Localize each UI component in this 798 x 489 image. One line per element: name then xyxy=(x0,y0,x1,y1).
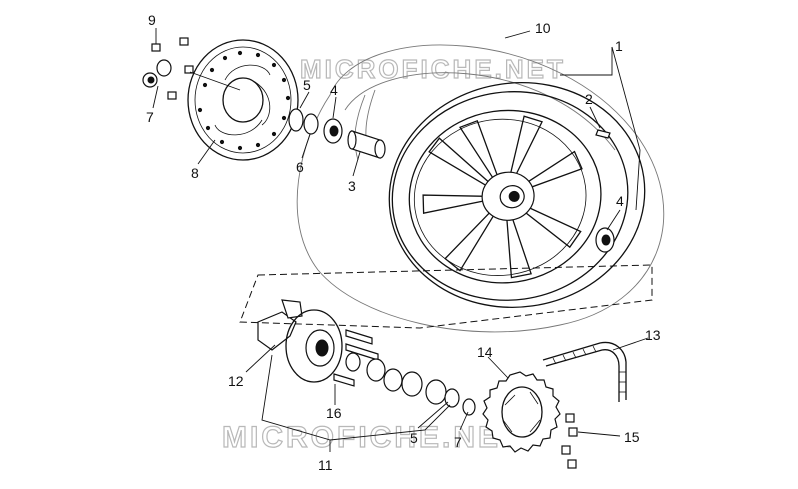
drive-chain xyxy=(542,341,627,402)
callout-6: 6 xyxy=(296,159,304,175)
watermark-top: MICROFICHE.NET xyxy=(300,54,566,84)
sprocket-carrier xyxy=(257,299,379,387)
callout-13: 13 xyxy=(645,327,661,343)
callout-14: 14 xyxy=(477,344,493,360)
callout-16: 16 xyxy=(326,405,342,421)
callout-7-bottom: 7 xyxy=(454,434,462,450)
leader-lines xyxy=(152,28,649,452)
rear-sprocket xyxy=(482,371,561,453)
callout-15: 15 xyxy=(624,429,640,445)
hub-bearings-top xyxy=(288,108,615,253)
callout-8: 8 xyxy=(191,165,199,181)
callout-2: 2 xyxy=(585,91,593,107)
brake-disc xyxy=(187,39,299,161)
assembly-dashed-lines xyxy=(239,264,653,329)
callout-11: 11 xyxy=(318,457,333,473)
tyre xyxy=(296,44,665,333)
callout-4-top: 4 xyxy=(330,82,338,98)
callout-1: 1 xyxy=(615,38,623,54)
wheel-rim xyxy=(388,82,646,308)
callout-4-right: 4 xyxy=(616,193,624,209)
callout-10: 10 xyxy=(535,20,551,36)
callouts: 1 2 3 4 4 5 5 6 7 7 8 9 10 11 12 13 14 1… xyxy=(146,12,661,473)
hub-bearings-bottom xyxy=(345,352,476,416)
callout-9: 9 xyxy=(148,12,156,28)
callout-7-left: 7 xyxy=(146,109,154,125)
watermark-bottom: MICROFICHE.NET xyxy=(222,421,522,454)
sprocket-nuts xyxy=(561,413,578,469)
disc-bolts xyxy=(142,37,194,100)
callout-3: 3 xyxy=(348,178,356,194)
callout-12: 12 xyxy=(228,373,244,389)
callout-5-top: 5 xyxy=(303,77,311,93)
callout-5-bottom: 5 xyxy=(410,430,418,446)
